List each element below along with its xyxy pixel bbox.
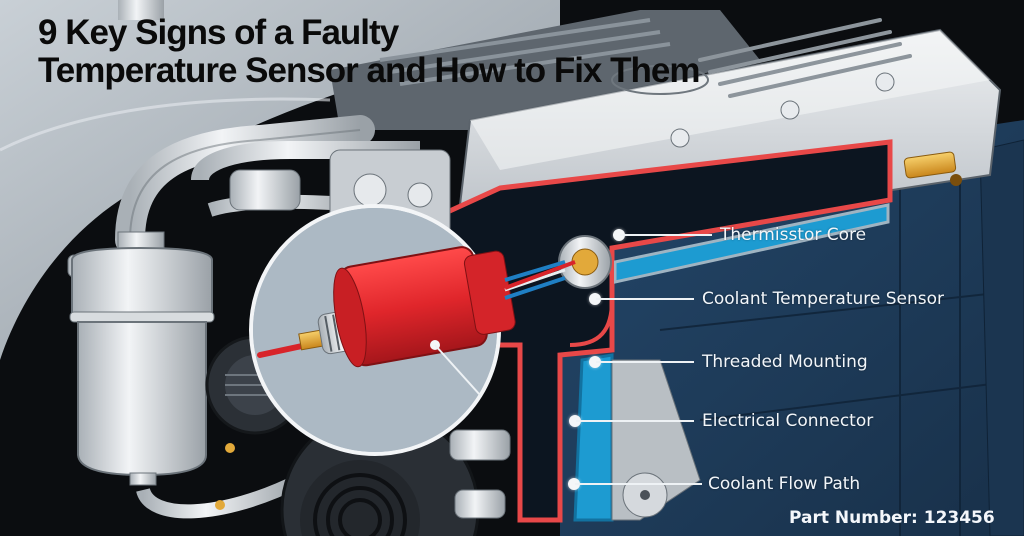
- callout-label-electrical-connector: Electrical Connector: [702, 411, 874, 431]
- callout-dot-electrical-connector: [569, 415, 581, 427]
- page-title: 9 Key Signs of a Faulty Temperature Sens…: [38, 13, 700, 90]
- part-number-label: Part Number: 123456: [789, 508, 995, 528]
- callout-dot-threaded-mounting: [589, 356, 601, 368]
- callout-leader-coolant-flow-path: [575, 483, 702, 485]
- callout-dot-coolant-flow-path: [568, 478, 580, 490]
- callout-leader-electrical-connector: [576, 420, 694, 422]
- title-line-1: 9 Key Signs of a Faulty: [38, 13, 399, 52]
- callout-label-coolant-flow-path: Coolant Flow Path: [708, 474, 861, 494]
- title-line-2: Temperature Sensor and How to Fix Them: [38, 51, 700, 90]
- callout-leader-coolant-temperature-sensor: [596, 298, 694, 300]
- callout-label-thermistor-core: Thermisstor Core: [720, 225, 867, 245]
- callout-dot-coolant-temperature-sensor: [589, 293, 601, 305]
- callout-label-coolant-temperature-sensor: Coolant Temperature Sensor: [702, 289, 945, 309]
- callout-label-threaded-mounting: Threaded Mounting: [702, 352, 868, 372]
- callout-dot-thermistor-core: [613, 229, 625, 241]
- callout-leader-thermistor-core: [620, 234, 712, 236]
- callout-leader-threaded-mounting: [596, 361, 694, 363]
